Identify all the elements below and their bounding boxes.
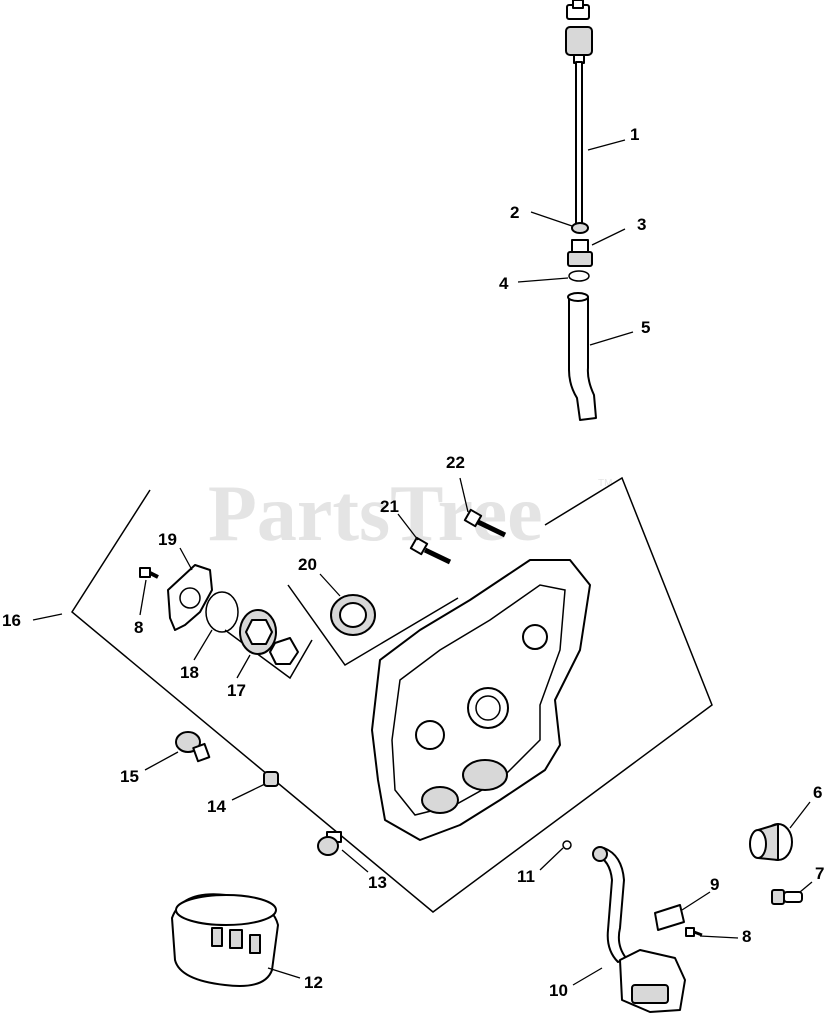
dipstick-tube	[567, 292, 597, 421]
callout-9: 9	[710, 875, 719, 894]
small-plug	[263, 771, 279, 787]
watermark-trademark: TM	[598, 478, 612, 489]
closure-plate	[371, 559, 591, 841]
callout-22: 22	[446, 453, 465, 472]
screw-22	[463, 508, 507, 538]
oil-pickup	[592, 846, 686, 1013]
watermark-text: PartsTree	[208, 470, 543, 558]
callout-15: 15	[120, 767, 139, 786]
callout-14: 14	[207, 797, 226, 816]
bushing	[749, 823, 793, 861]
pump-cover	[167, 564, 213, 631]
sub-bracket-20	[287, 584, 459, 666]
oil-seal	[330, 594, 376, 636]
callout-18: 18	[180, 663, 199, 682]
callout-4: 4	[499, 274, 509, 293]
assembly-outline	[71, 476, 713, 913]
callout-2: 2	[510, 203, 519, 222]
callout-6: 6	[813, 783, 822, 802]
callout-17: 17	[227, 681, 246, 700]
callout-21: 21	[380, 497, 399, 516]
callout-5: 5	[641, 318, 650, 337]
o-ring	[568, 270, 590, 282]
callout-1: 1	[630, 125, 639, 144]
screw-8-upper	[139, 567, 159, 579]
callout-12: 12	[304, 973, 323, 992]
dipstick	[565, 0, 593, 231]
callout-8-upper: 8	[134, 618, 143, 637]
adapter	[567, 239, 593, 267]
callout-8-lower: 8	[742, 927, 751, 946]
callout-20: 20	[298, 555, 317, 574]
pump-o-ring	[205, 591, 239, 633]
screw-8-lower	[685, 927, 703, 937]
callout-3: 3	[637, 215, 646, 234]
callout-13: 13	[368, 873, 387, 892]
small-o-ring	[562, 840, 572, 850]
rotor-set	[239, 609, 299, 665]
callout-19: 19	[158, 530, 177, 549]
fitting	[771, 889, 803, 905]
callout-11: 11	[517, 867, 535, 886]
washer	[571, 222, 589, 234]
screw-21	[409, 536, 452, 565]
callout-10: 10	[549, 981, 568, 1000]
oil-sensor	[175, 731, 211, 763]
oil-filter	[171, 893, 279, 987]
drain-plug	[317, 831, 342, 856]
callout-16: 16	[2, 611, 21, 630]
callout-7: 7	[815, 864, 824, 883]
bracket	[654, 904, 685, 931]
leader-lines	[32, 139, 813, 986]
